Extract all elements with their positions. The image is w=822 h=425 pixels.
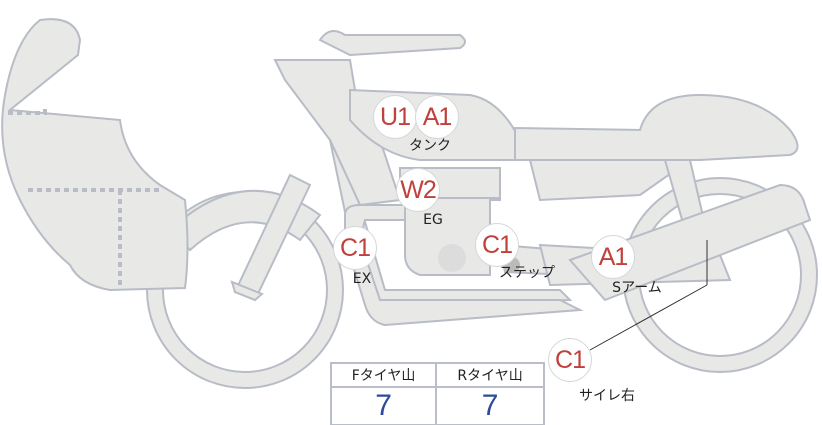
damage-marker-tank-u1[interactable]: U1 [373,95,417,139]
fairing [1,18,189,292]
damage-marker-swingarm-a1[interactable]: A1 [591,235,635,279]
damage-marker-engine-w2[interactable]: W2 [396,168,440,212]
fairing-dashed-line-upper [8,105,47,115]
exhaust-pipe [344,204,584,327]
label-engine: EG [423,212,443,228]
label-step: ステップ [499,265,555,281]
damage-marker-tank-a1[interactable]: A1 [415,95,459,139]
front-tire-tread-header: Fタイヤ山 [329,362,438,388]
side-cover [528,159,694,202]
silencer [568,183,812,302]
tread-value-row: 7 7 [329,386,545,425]
fairing-dashed-line-lower [28,188,160,285]
label-tank: タンク [409,138,451,154]
label-swingarm: Sアーム [612,280,662,296]
seat [514,93,799,161]
engine-cover [438,244,466,272]
damage-marker-exhaust-c1[interactable]: C1 [333,226,377,270]
front-tire-tread-value: 7 [329,386,438,425]
damage-marker-silencer-right-c1[interactable]: C1 [548,338,592,382]
damage-marker-step-c1[interactable]: C1 [475,223,519,267]
rear-tire-tread-value: 7 [435,386,545,425]
rear-tire-tread-header: Rタイヤ山 [435,362,545,388]
handlebar [318,30,466,57]
fork-bottom [230,280,264,302]
silencer-leader-line [589,284,708,351]
label-exhaust: EX [352,271,372,287]
label-silencer-right: サイレ右 [579,388,635,404]
tread-header-row: Fタイヤ山 Rタイヤ山 [329,362,545,388]
tire-tread-table: Fタイヤ山 Rタイヤ山 7 7 [329,362,545,425]
